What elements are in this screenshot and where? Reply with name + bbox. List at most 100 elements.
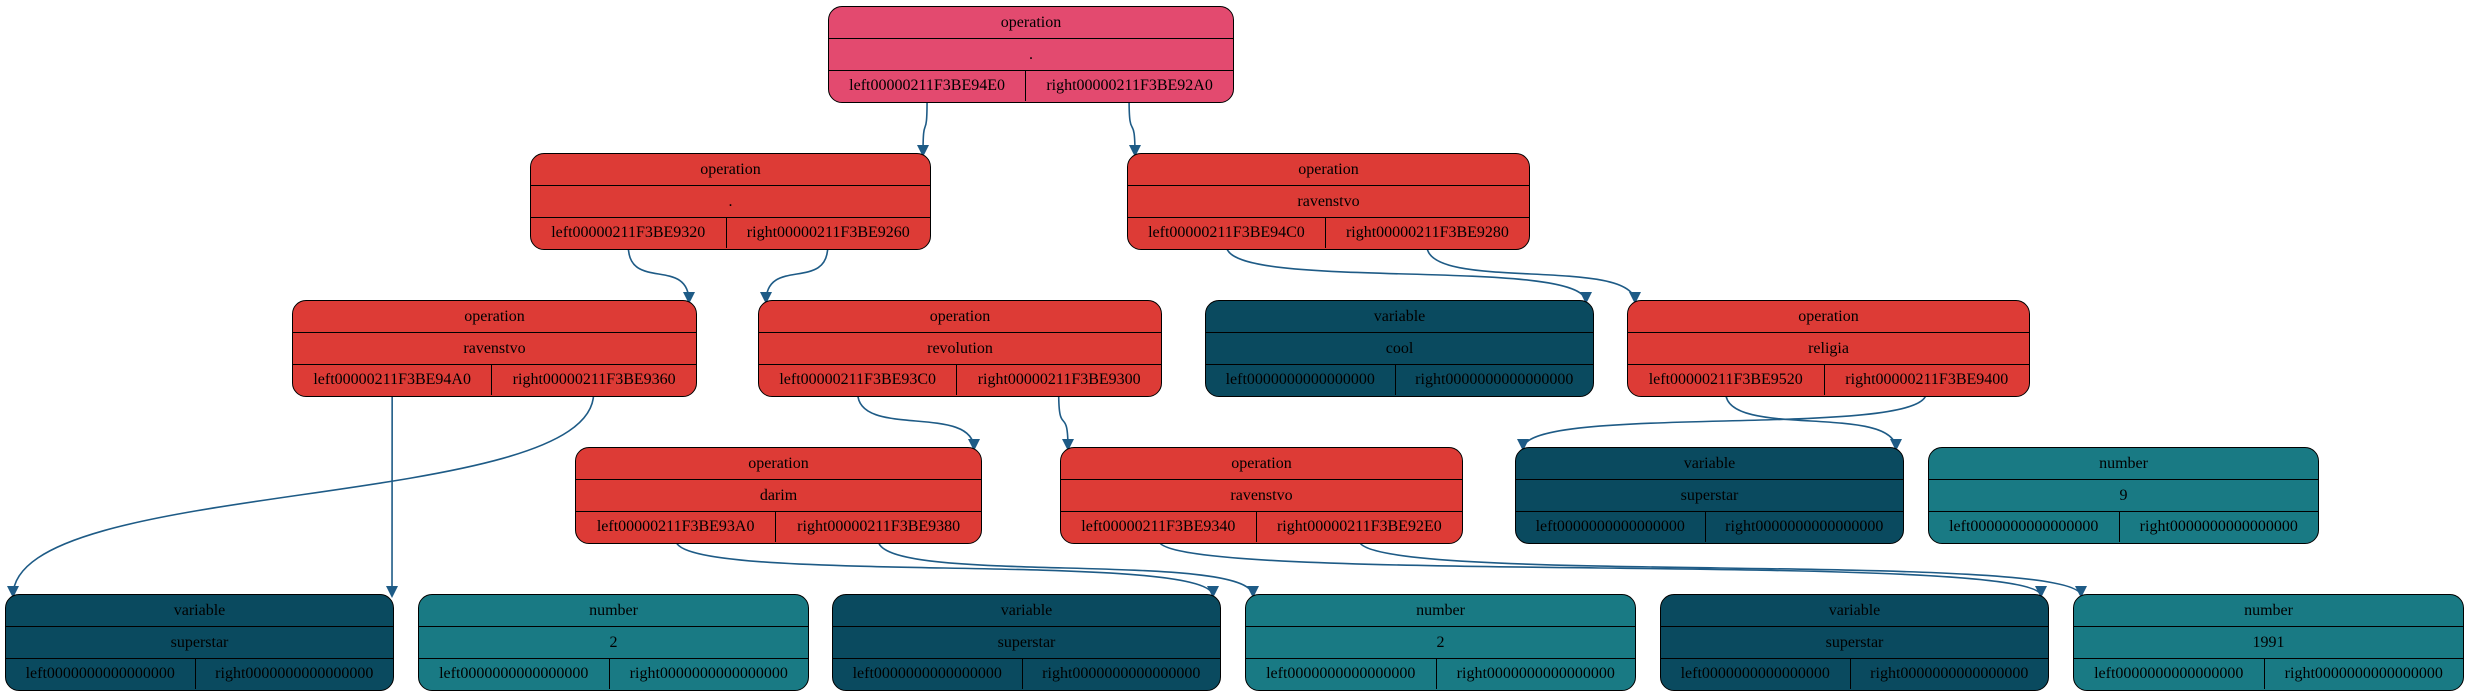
node-type-label: number — [419, 595, 808, 627]
right-pointer-cell: right00000211F3BE9360 — [491, 365, 696, 395]
right-pointer-cell: right0000000000000000 — [1704, 512, 1903, 542]
node-value-label: . — [829, 39, 1233, 71]
node-value-label: superstar — [833, 627, 1220, 659]
left-pointer-cell: left00000211F3BE94A0 — [313, 371, 471, 388]
tree-edge-left — [1157, 539, 2047, 598]
tree-edge-left — [627, 245, 695, 304]
node-value-label: superstar — [6, 627, 393, 659]
left-pointer-cell: left0000000000000000 — [1535, 518, 1685, 535]
right-pointer-cell: right0000000000000000 — [1394, 365, 1593, 395]
tree-edge-left — [1724, 392, 1902, 451]
right-pointer-cell: right0000000000000000 — [608, 659, 808, 689]
tree-node-operation: operation. left00000211F3BE94E0 right00000… — [828, 6, 1234, 103]
left-pointer-cell: left00000211F3BE9340 — [1081, 518, 1236, 535]
left-pointer-cell: left0000000000000000 — [439, 665, 589, 682]
node-value-label: revolution — [759, 333, 1161, 365]
left-pointer-cell: left00000211F3BE94C0 — [1148, 224, 1305, 241]
left-pointer-cell: left00000211F3BE93C0 — [779, 371, 937, 388]
node-value-label: 9 — [1929, 480, 2318, 512]
tree-edge-right — [1426, 245, 1641, 304]
node-value-label: superstar — [1516, 480, 1903, 512]
left-pointer-cell: left00000211F3BE9520 — [1648, 371, 1803, 388]
node-type-label: variable — [1516, 448, 1903, 480]
node-type-label: number — [2074, 595, 2463, 627]
node-type-label: number — [1929, 448, 2318, 480]
node-value-label: superstar — [1661, 627, 2048, 659]
node-pointer-row: left00000211F3BE94E0 right00000211F3BE92A… — [829, 71, 1233, 101]
node-type-label: operation — [759, 301, 1161, 333]
node-value-label: ravenstvo — [293, 333, 696, 365]
left-pointer-cell: left0000000000000000 — [852, 665, 1002, 682]
node-value-label: cool — [1206, 333, 1593, 365]
tree-edge-left — [1225, 245, 1592, 304]
node-value-label: . — [531, 186, 930, 218]
left-pointer-cell: left0000000000000000 — [1680, 665, 1830, 682]
node-type-label: number — [1246, 595, 1635, 627]
left-pointer-cell: left00000211F3BE94E0 — [849, 77, 1005, 94]
tree-edge-left — [674, 539, 1219, 598]
tree-edge-right — [1128, 98, 1141, 157]
node-type-label: operation — [1628, 301, 2029, 333]
node-pointer-row: left0000000000000000 right000000000000000… — [1516, 512, 1903, 542]
tree-edge-right — [760, 245, 829, 304]
node-value-label: ravenstvo — [1128, 186, 1529, 218]
node-value-label: 2 — [419, 627, 808, 659]
node-pointer-row: left00000211F3BE93C0 right00000211F3BE930… — [759, 365, 1161, 395]
node-type-label: operation — [293, 301, 696, 333]
node-value-label: religia — [1628, 333, 2029, 365]
node-type-label: operation — [1128, 154, 1529, 186]
tree-edge-right — [1057, 392, 1074, 451]
right-pointer-cell: right00000211F3BE9280 — [1324, 218, 1529, 248]
node-pointer-row: left0000000000000000 right000000000000000… — [1246, 659, 1635, 689]
left-pointer-cell: left0000000000000000 — [2094, 665, 2244, 682]
node-pointer-row: left00000211F3BE93A0 right00000211F3BE938… — [576, 512, 981, 542]
right-pointer-cell: right00000211F3BE92E0 — [1255, 512, 1462, 542]
node-type-label: variable — [1206, 301, 1593, 333]
node-value-label: 2 — [1246, 627, 1635, 659]
node-pointer-row: left00000211F3BE9340 right00000211F3BE92E… — [1061, 512, 1462, 542]
tree-edge-right — [1517, 392, 1928, 451]
right-pointer-cell: right00000211F3BE9380 — [775, 512, 981, 542]
node-pointer-row: left0000000000000000 right000000000000000… — [419, 659, 808, 689]
node-pointer-row: left00000211F3BE94A0 right00000211F3BE936… — [293, 365, 696, 395]
tree-edge-right — [1358, 539, 2087, 598]
left-pointer-cell: left00000211F3BE93A0 — [596, 518, 755, 535]
right-pointer-cell: right0000000000000000 — [1849, 659, 2048, 689]
right-pointer-cell: right0000000000000000 — [2118, 512, 2318, 542]
left-pointer-cell: left0000000000000000 — [1266, 665, 1416, 682]
left-pointer-cell: left0000000000000000 — [1225, 371, 1375, 388]
left-pointer-cell: left00000211F3BE9320 — [551, 224, 706, 241]
right-pointer-cell: right00000211F3BE92A0 — [1025, 71, 1233, 101]
node-pointer-row: left0000000000000000 right000000000000000… — [1206, 365, 1593, 395]
tree-edge-left — [856, 392, 980, 451]
node-pointer-row: left00000211F3BE94C0 right00000211F3BE928… — [1128, 218, 1529, 248]
right-pointer-cell: right00000211F3BE9300 — [956, 365, 1161, 395]
tree-edge-right — [877, 539, 1259, 598]
node-type-label: variable — [6, 595, 393, 627]
node-type-label: operation — [829, 7, 1233, 39]
node-value-label: ravenstvo — [1061, 480, 1462, 512]
node-type-label: variable — [1661, 595, 2048, 627]
node-type-label: variable — [833, 595, 1220, 627]
node-type-label: operation — [1061, 448, 1462, 480]
node-type-label: operation — [531, 154, 930, 186]
right-pointer-cell: right0000000000000000 — [1435, 659, 1635, 689]
